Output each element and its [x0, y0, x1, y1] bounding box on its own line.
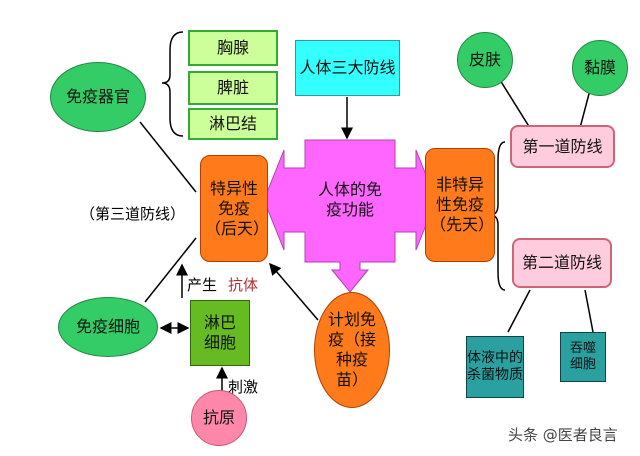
three-lines-box: 人体三大防线 — [295, 40, 400, 96]
planned-immunity: 计划免疫（接种疫苗） — [314, 292, 390, 408]
specific-immunity: 特异性免疫（后天） — [200, 155, 269, 262]
lymphocyte: 淋巴细胞 — [190, 300, 250, 366]
first-line-box: 第一道防线 — [510, 125, 615, 168]
stimulate-label: 刺激 — [228, 378, 259, 396]
bactericidal-substances: 体液中的杀菌物质 — [466, 336, 524, 398]
third-line-label: （第三道防线） — [80, 205, 186, 223]
mucosa: 黏膜 — [572, 40, 628, 96]
center-label: 人体的免疫功能 — [317, 180, 382, 219]
organ-thymus: 胸腺 — [188, 30, 278, 66]
immune-cells: 免疫细胞 — [58, 297, 158, 357]
organ-spleen: 脾脏 — [188, 71, 278, 105]
second-line-box: 第二道防线 — [512, 238, 612, 288]
phagocyte: 吞噬细胞 — [560, 332, 606, 382]
antibody-label: 抗体 — [228, 276, 259, 294]
watermark: 头条 @医者良言 — [508, 426, 618, 444]
organ-lymph-node: 淋巴结 — [188, 108, 278, 140]
nonspecific-immunity: 非特异性免疫（先天） — [425, 148, 495, 262]
produce-label: 产生 — [187, 276, 218, 294]
antigen: 抗原 — [191, 390, 247, 446]
skin: 皮肤 — [457, 32, 513, 88]
immune-organs: 免疫器官 — [50, 62, 146, 132]
